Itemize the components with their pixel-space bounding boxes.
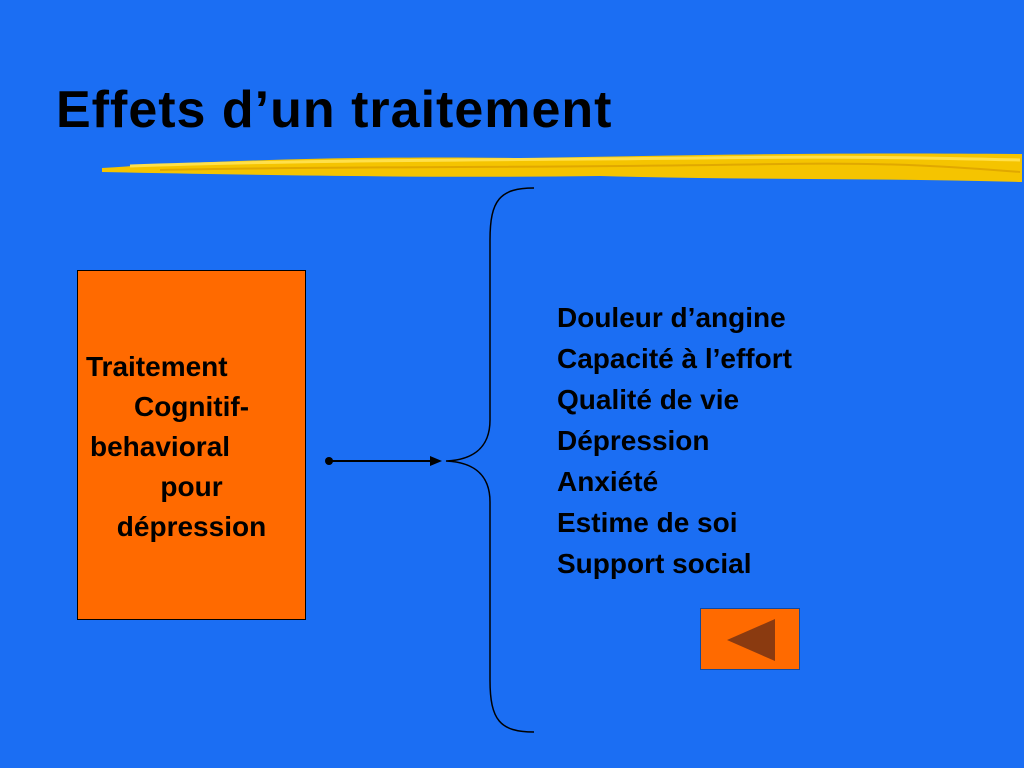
effects-list: Douleur d’angine Capacité à l’effort Qua… — [557, 297, 792, 584]
effect-item: Dépression — [557, 425, 710, 456]
treatment-line: behavioral — [90, 431, 231, 462]
treatment-line: dépression — [116, 511, 267, 542]
effect-item: Capacité à l’effort — [557, 343, 792, 374]
effect-item: Douleur d’angine — [557, 302, 786, 333]
treatment-box: Traitement Cognitif- behavioral pour dép… — [77, 270, 306, 620]
treatment-line: Cognitif- — [133, 391, 250, 422]
yellow-brush-underline — [102, 153, 1022, 182]
back-button[interactable] — [700, 608, 800, 670]
curly-brace — [445, 187, 535, 733]
arrow-and-brace — [325, 187, 535, 733]
treatment-line: pour — [160, 471, 223, 502]
treatment-label: Traitement Cognitif- behavioral pour dép… — [78, 347, 305, 547]
effect-item: Qualité de vie — [557, 384, 740, 415]
effect-item: Estime de soi — [557, 507, 738, 538]
triangle-left-icon — [727, 619, 775, 661]
slide-title: Effets d’un traitement — [56, 81, 613, 139]
treatment-line: Traitement — [86, 351, 228, 382]
effect-item: Support social — [557, 548, 752, 579]
effect-item: Anxiété — [557, 466, 659, 497]
arrow-head-icon — [430, 456, 442, 466]
